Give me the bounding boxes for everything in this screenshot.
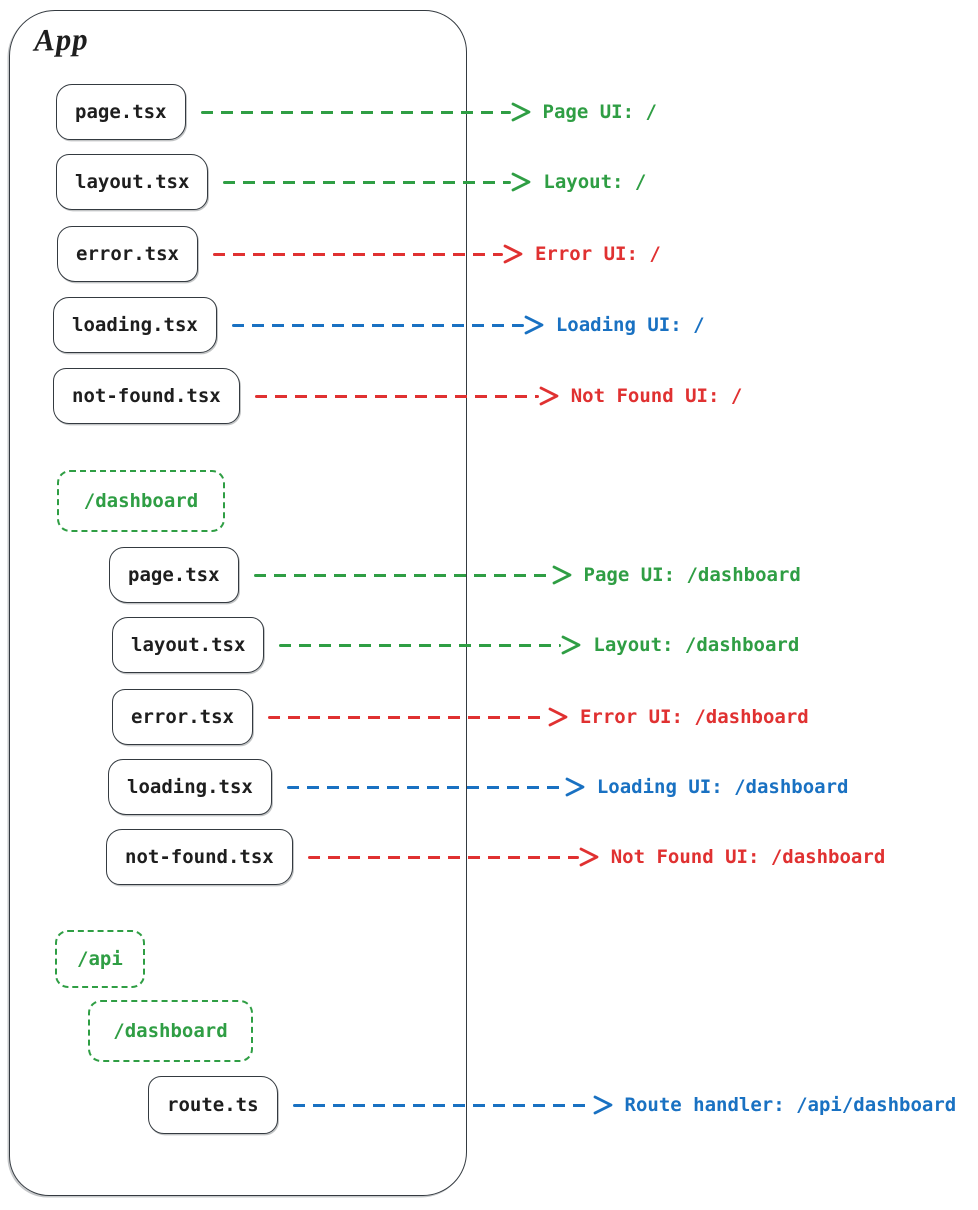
arrow-error-root: [212, 242, 525, 266]
arrowhead-icon: [565, 777, 585, 797]
annotation-loading-root: Loading UI: /: [555, 314, 705, 336]
arrow-layout-dashboard: [279, 633, 583, 657]
file-box-route: route.ts: [148, 1076, 278, 1134]
file-box-error-dashboard: error.tsx: [112, 689, 253, 745]
arrow-loading-dashboard: [286, 775, 587, 799]
dashed-line: [279, 643, 562, 647]
row-page-root: page.tsx Page UI: /: [56, 84, 657, 140]
annotation-page-dashboard: Page UI: /dashboard: [583, 564, 801, 586]
folder-box-dashboard: /dashboard: [57, 470, 225, 532]
file-box-error-root: error.tsx: [57, 226, 198, 282]
file-box-notfound-root: not-found.tsx: [53, 368, 240, 424]
annotation-error-root: Error UI: /: [534, 243, 661, 265]
arrowhead-icon: [552, 565, 571, 585]
folder-box-api: /api: [55, 930, 145, 988]
arrowhead-icon: [511, 102, 530, 122]
app-container: [9, 10, 467, 1196]
file-box-layout-dashboard: layout.tsx: [112, 617, 265, 673]
arrow-layout-root: [223, 170, 533, 194]
row-route-api-dashboard: route.ts Route handler: /api/dashboard: [148, 1076, 956, 1134]
dashed-line: [254, 394, 539, 398]
dashed-line: [212, 252, 503, 256]
arrow-page-dashboard: [253, 563, 574, 587]
dashed-line: [307, 855, 579, 859]
arrow-page-root: [200, 100, 533, 124]
arrow-notfound-dashboard: [307, 845, 601, 869]
arrowhead-icon: [503, 244, 523, 264]
arrowhead-icon: [548, 707, 568, 727]
row-layout-dashboard: layout.tsx Layout: /dashboard: [112, 617, 799, 673]
arrowhead-icon: [561, 635, 581, 655]
row-notfound-dashboard: not-found.tsx Not Found UI: /dashboard: [106, 829, 885, 885]
file-box-page-dashboard: page.tsx: [109, 547, 239, 603]
row-error-root: error.tsx Error UI: /: [57, 226, 661, 282]
file-box-loading-dashboard: loading.tsx: [108, 759, 272, 815]
annotation-route: Route handler: /api/dashboard: [624, 1094, 957, 1116]
arrowhead-icon: [524, 315, 544, 335]
row-loading-root: loading.tsx Loading UI: /: [53, 297, 705, 353]
arrowhead-icon: [539, 386, 559, 406]
file-box-page-root: page.tsx: [56, 84, 186, 140]
dashed-line: [253, 573, 552, 577]
arrow-notfound-root: [254, 384, 561, 408]
arrowhead-icon: [593, 1095, 612, 1115]
file-box-loading-root: loading.tsx: [53, 297, 217, 353]
arrow-error-dashboard: [267, 705, 570, 729]
row-notfound-root: not-found.tsx Not Found UI: /: [53, 368, 742, 424]
annotation-layout-root: Layout: /: [543, 171, 647, 193]
annotation-page-root: Page UI: /: [542, 101, 657, 123]
dashed-line: [286, 785, 565, 789]
dashed-line: [292, 1103, 593, 1107]
annotation-layout-dashboard: Layout: /dashboard: [593, 634, 800, 656]
file-box-layout-root: layout.tsx: [56, 154, 209, 210]
arrow-loading-root: [231, 313, 546, 337]
dashed-line: [223, 180, 512, 184]
dashed-line: [200, 110, 511, 114]
dashed-line: [231, 323, 524, 327]
row-error-dashboard: error.tsx Error UI: /dashboard: [112, 689, 809, 745]
arrow-route: [292, 1093, 615, 1117]
annotation-notfound-root: Not Found UI: /: [570, 385, 743, 407]
row-layout-root: layout.tsx Layout: /: [56, 154, 646, 210]
row-page-dashboard: page.tsx Page UI: /dashboard: [109, 547, 801, 603]
arrowhead-icon: [511, 172, 531, 192]
row-loading-dashboard: loading.tsx Loading UI: /dashboard: [108, 759, 849, 815]
app-title: App: [33, 21, 90, 58]
annotation-notfound-dashboard: Not Found UI: /dashboard: [610, 846, 886, 868]
arrowhead-icon: [579, 847, 599, 867]
annotation-loading-dashboard: Loading UI: /dashboard: [596, 776, 849, 798]
annotation-error-dashboard: Error UI: /dashboard: [579, 706, 809, 728]
file-box-notfound-dashboard: not-found.tsx: [106, 829, 293, 885]
dashed-line: [267, 715, 548, 719]
folder-box-api-dashboard: /dashboard: [88, 1000, 253, 1062]
